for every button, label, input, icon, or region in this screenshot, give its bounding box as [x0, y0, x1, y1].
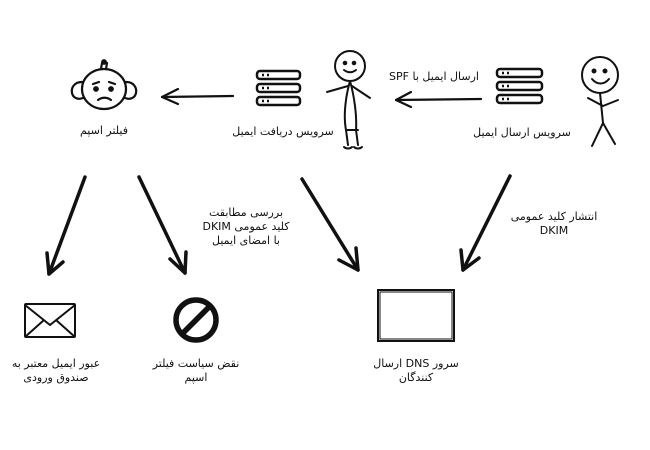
- arrow-spf-send: [394, 90, 483, 109]
- worried-robot-icon: [70, 59, 138, 111]
- receiving-service-label: سرویس دریافت ایمیل: [232, 125, 334, 138]
- stick-figure-icon: [326, 50, 371, 150]
- arrow-filter-to-service: [160, 87, 235, 106]
- dkim-check-label-line2: کلید عمومی DKIM: [202, 220, 290, 233]
- smiling-stick-figure-icon: [581, 56, 619, 147]
- spam-filter-label: فیلتر اسپم: [79, 124, 129, 137]
- dkim-publish-label-line1: انتشار کلید عمومی: [510, 210, 598, 223]
- server-box-icon: [377, 289, 455, 342]
- prohibited-icon: [173, 297, 219, 343]
- server-stack-icon: [255, 69, 302, 107]
- policy-violation-label-line2: اسپم: [184, 371, 208, 384]
- policy-violation-label-line1: نقض سیاست فیلتر: [152, 357, 240, 370]
- arrow-service-to-dns: [300, 177, 360, 272]
- envelope-icon: [24, 303, 76, 338]
- dns-server-label-line1: سرور DNS ارسال: [373, 357, 459, 370]
- arrow-filter-to-inbox: [45, 175, 87, 276]
- sending-service-label: سرویس ارسال ایمیل: [473, 126, 571, 139]
- dkim-check-label-line1: بررسی مطابقت: [208, 206, 284, 219]
- arrow-sender-to-dns: [459, 174, 512, 272]
- dkim-check-label-line3: با امضای ایمیل: [212, 234, 280, 247]
- spf-edge-label: ارسال ایمیل با SPF: [389, 70, 479, 83]
- dkim-publish-label-line2: DKIM: [539, 224, 569, 237]
- inbox-label-line1: عبور ایمیل معتبر به: [11, 357, 101, 370]
- arrow-filter-to-violation: [137, 175, 188, 275]
- server-stack-icon: [495, 67, 544, 105]
- dns-server-label-line2: کنندگان: [398, 371, 434, 384]
- inbox-label-line2: صندوق ورودی: [23, 371, 89, 384]
